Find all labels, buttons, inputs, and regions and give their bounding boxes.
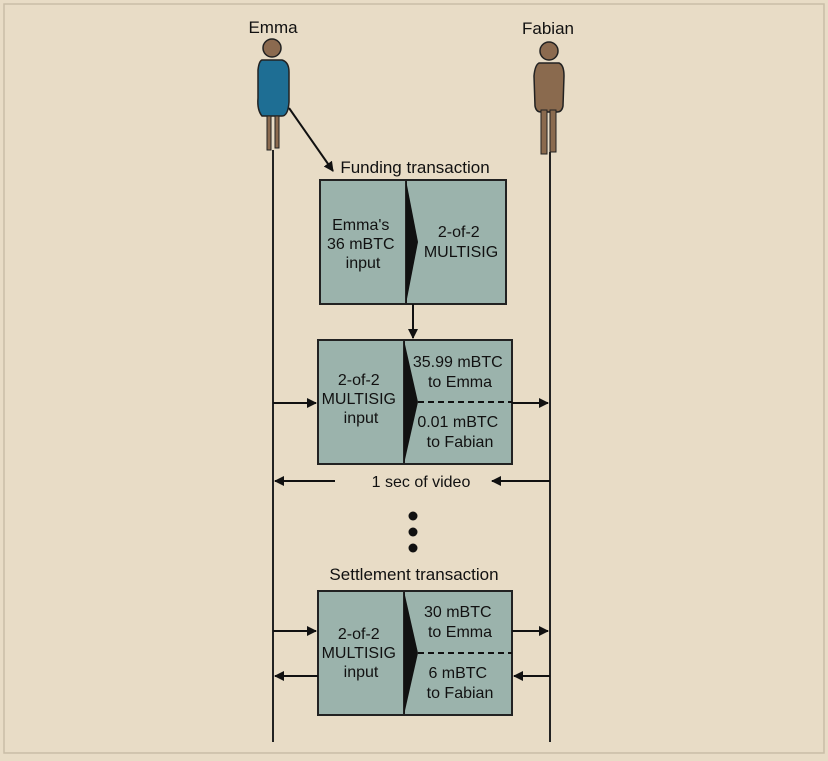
commitment-output-fabian: 0.01 mBTC to Fabian: [417, 414, 502, 451]
settlement-transaction-box: [317, 590, 513, 716]
funding-transaction-box: [319, 179, 507, 305]
commitment-input-text: 2-of-2 MULTISIG input: [322, 372, 401, 427]
fabian-person-icon: [533, 41, 565, 155]
funding-title: Funding transaction: [340, 158, 489, 177]
emma-person-icon: [257, 38, 290, 151]
video-label: 1 sec of video: [372, 474, 471, 491]
settlement-output-emma: 30 mBTC to Emma: [424, 604, 496, 641]
settlement-title: Settlement transaction: [329, 565, 498, 584]
emma-to-funding-arrow: [288, 107, 334, 172]
settlement-output-fabian: 6 mBTC to Fabian: [427, 665, 494, 702]
commitment-output-emma: 35.99 mBTC to Emma: [413, 354, 507, 391]
settlement-input-text: 2-of-2 MULTISIG input: [322, 626, 401, 681]
fabian-name: Fabian: [522, 19, 574, 38]
vertical-ellipsis-icon: [408, 511, 418, 553]
frame-border: [3, 3, 825, 754]
emma-name: Emma: [248, 18, 298, 37]
commitment-transaction-box: [317, 339, 513, 465]
funding-output-text: 2-of-2 MULTISIG: [424, 224, 498, 261]
funding-input-text: Emma's 36 mBTC input: [327, 217, 399, 272]
